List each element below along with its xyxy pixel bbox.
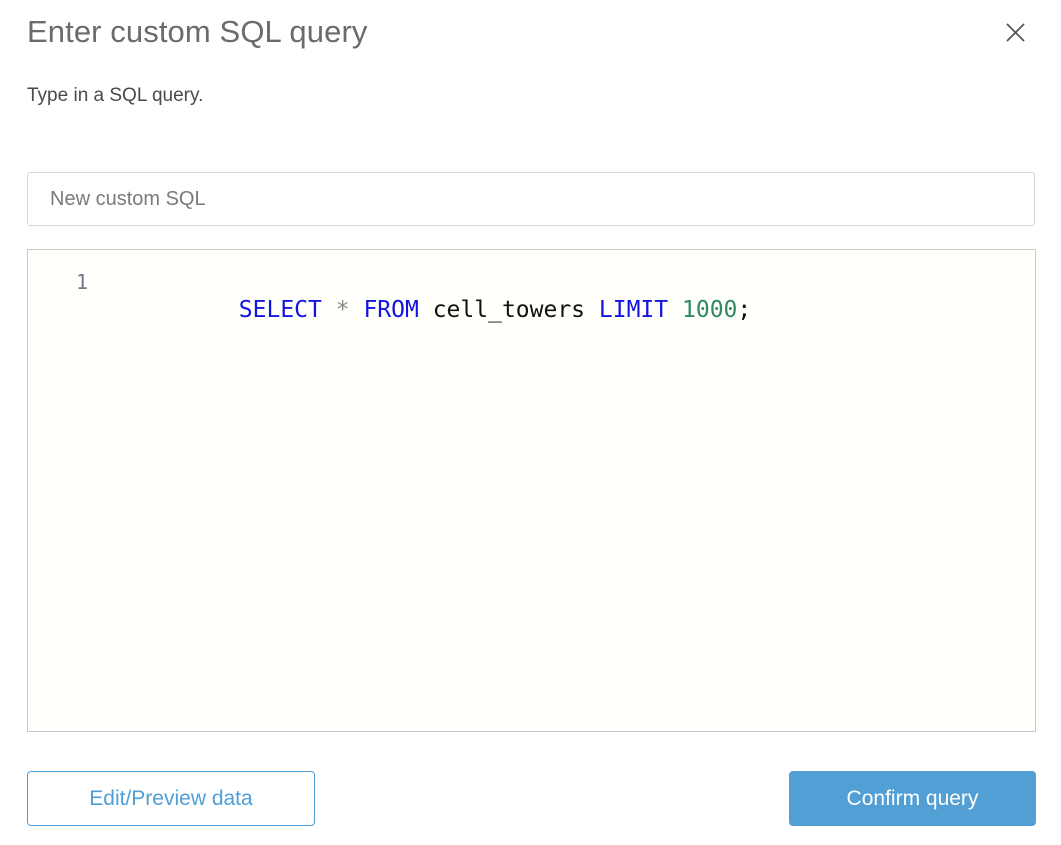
sql-token-number: 1000 [682, 297, 738, 323]
edit-preview-data-button[interactable]: Edit/Preview data [27, 771, 315, 826]
close-icon-glyph [1006, 23, 1025, 42]
sql-token-identifier: cell_towers [432, 297, 586, 323]
line-number: 1 [75, 270, 88, 294]
sql-code-area[interactable]: SELECT * FROM cell_towers LIMIT 1000; [96, 250, 1035, 731]
dialog-subtitle: Type in a SQL query. [27, 85, 204, 106]
sql-token-keyword: LIMIT [598, 297, 669, 323]
sql-token-keyword: FROM [363, 297, 419, 323]
close-icon[interactable] [1000, 17, 1031, 48]
sql-editor[interactable]: 1 SELECT * FROM cell_towers LIMIT 1000; [27, 249, 1036, 732]
sql-code-line: SELECT * FROM cell_towers LIMIT 1000; [239, 297, 751, 323]
editor-line-numbers: 1 [28, 250, 96, 296]
sql-token-keyword: SELECT [238, 297, 322, 323]
page-title: Enter custom SQL query [27, 14, 368, 49]
confirm-query-button[interactable]: Confirm query [789, 771, 1036, 826]
query-name-input[interactable] [27, 172, 1035, 226]
sql-token-punct: ; [737, 297, 752, 323]
sql-token-operator: * [335, 297, 350, 323]
